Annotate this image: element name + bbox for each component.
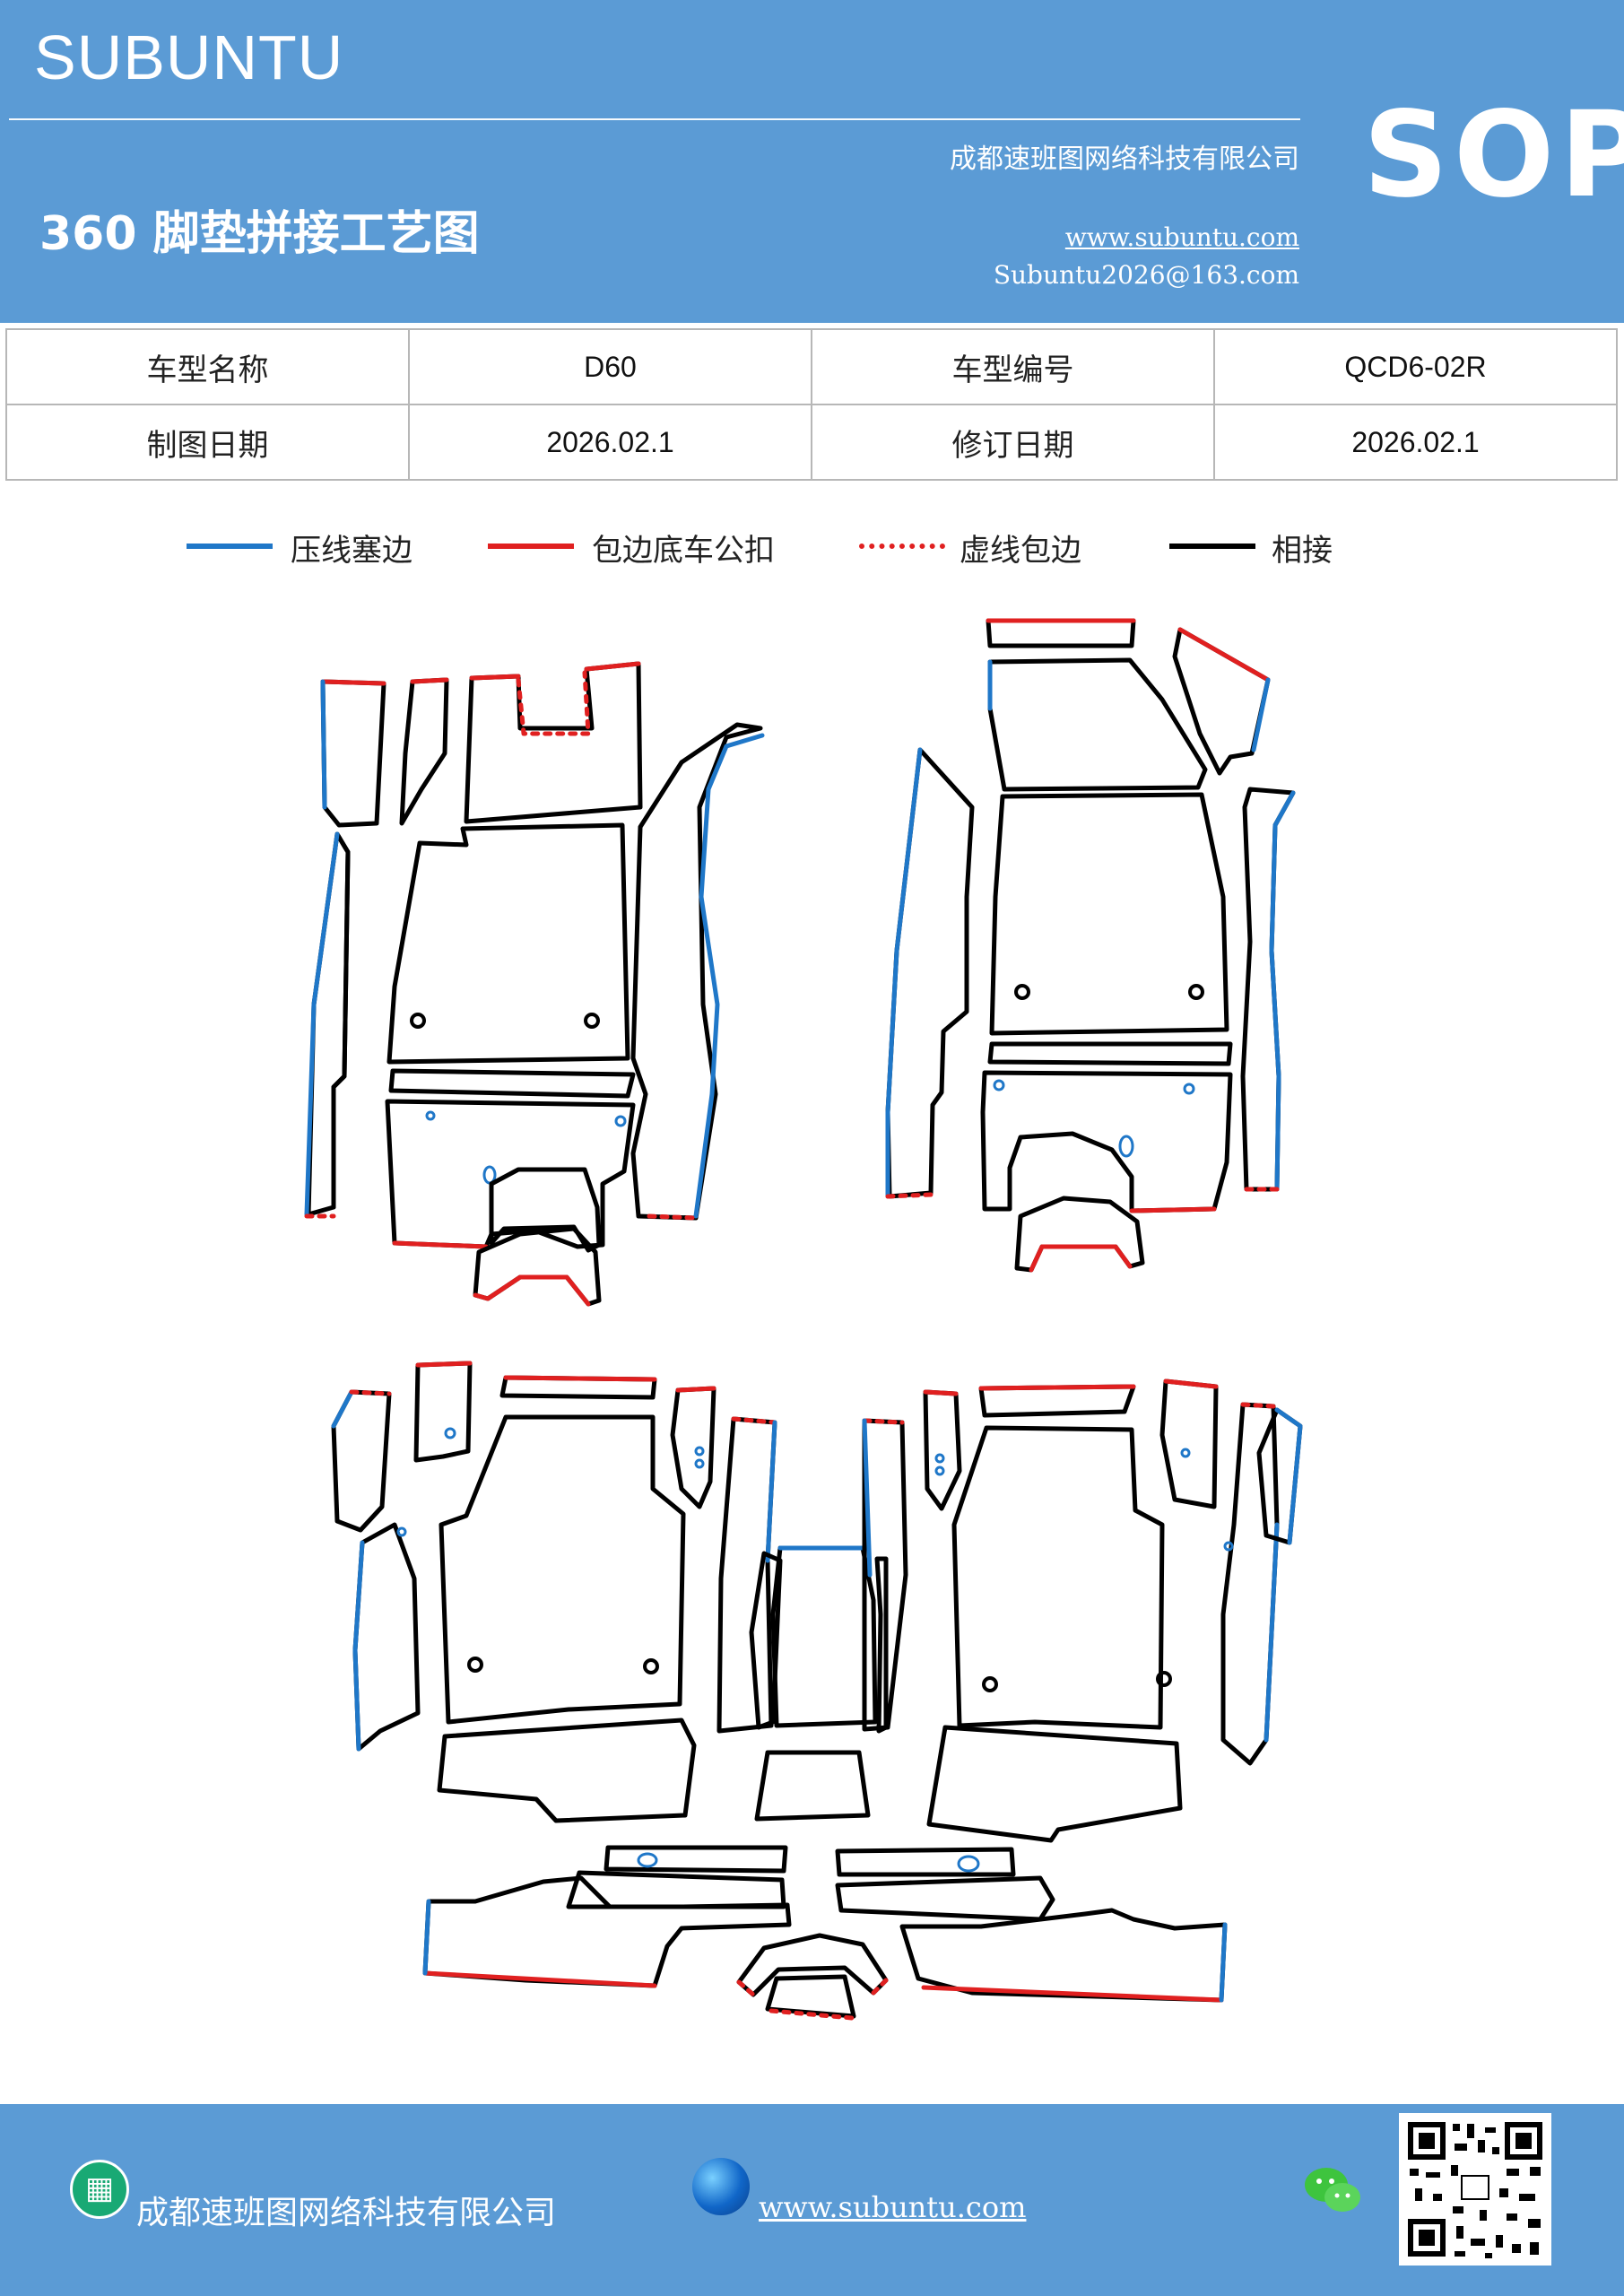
front-left-mat-group	[304, 661, 765, 1307]
legend-swatch	[488, 544, 574, 549]
revision-date-label: 修订日期	[811, 404, 1215, 481]
drawing-date-value: 2026.02.1	[408, 404, 812, 481]
website-link[interactable]: www.subuntu.com	[1064, 222, 1299, 252]
legend-label: 包边底车公扣	[592, 533, 775, 569]
wechat-icon	[1305, 2168, 1360, 2212]
legend-swatch	[859, 544, 945, 549]
email-address: Subuntu2026@163.com	[993, 260, 1299, 290]
brand-logo: SUBUNTU	[34, 22, 344, 92]
vehicle-info-table: 车型名称 D60 车型编号 QCD6-02R 制图日期 2026.02.1 修订…	[5, 328, 1618, 481]
footer-bar: ▦ 成都速班图网络科技有限公司 www.subuntu.com	[0, 2104, 1624, 2296]
globe-icon	[692, 2158, 750, 2215]
drawing-date-label: 制图日期	[5, 404, 410, 481]
legend-label: 压线塞边	[291, 533, 413, 569]
header-banner: SUBUNTU 成都速班图网络科技有限公司 360 脚垫拼接工艺图 www.su…	[0, 0, 1624, 323]
header-divider	[9, 118, 1300, 120]
table-row: 制图日期 2026.02.1 修订日期 2026.02.1	[5, 404, 1618, 481]
legend-label: 虚线包边	[960, 533, 1081, 569]
rear-left-mat-group	[331, 1361, 792, 1988]
legend-swatch	[187, 544, 273, 549]
qr-code[interactable]	[1399, 2113, 1551, 2266]
legend: 压线塞边 包边底车公扣 虚线包边 相接	[0, 515, 1624, 587]
model-name-value: D60	[408, 328, 812, 405]
table-row: 车型名称 D60 车型编号 QCD6-02R	[5, 328, 1618, 405]
model-code-value: QCD6-02R	[1213, 328, 1618, 405]
front-right-mat-group	[885, 618, 1296, 1273]
model-name-label: 车型名称	[5, 328, 410, 405]
legend-swatch	[1169, 544, 1255, 549]
floor-mat-diagram	[304, 618, 1303, 2021]
building-icon: ▦	[70, 2160, 129, 2219]
rear-right-mat-group	[835, 1378, 1303, 2003]
model-code-label: 车型编号	[811, 328, 1215, 405]
revision-date-value: 2026.02.1	[1213, 404, 1618, 481]
legend-label: 相接	[1272, 533, 1333, 569]
page-title: 360 脚垫拼接工艺图	[39, 207, 480, 261]
company-name: 成都速班图网络科技有限公司	[950, 144, 1299, 175]
sop-badge: SOP	[1363, 86, 1624, 224]
footer-website-link[interactable]: www.subuntu.com	[759, 2190, 1027, 2224]
footer-company: 成都速班图网络科技有限公司	[136, 2195, 557, 2231]
